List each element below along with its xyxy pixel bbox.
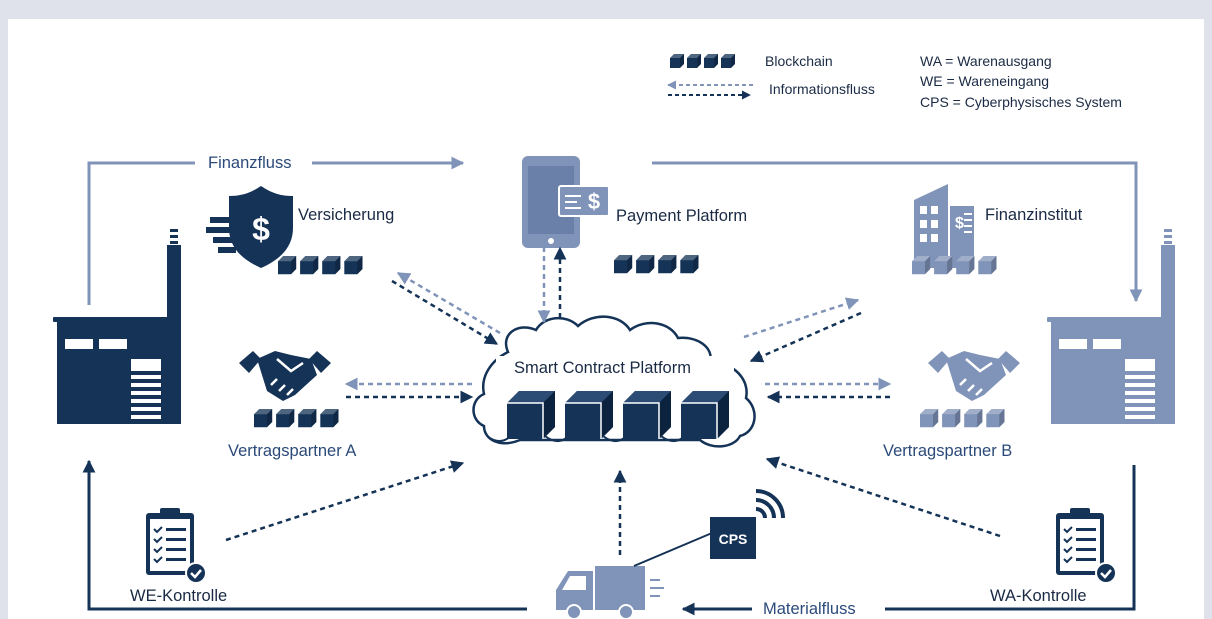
payment-platform-label: Payment Platform [616,207,747,225]
partner-b-blockchain-icon [920,409,1005,427]
legend-abbrev-we: WE = Wareneingang [920,73,1049,89]
wireless-signal-icon [755,489,785,519]
cps-box [710,517,756,559]
truck-icon [556,566,664,619]
payment-dollar-glyph: $ [588,189,600,214]
material-flow-line-right [885,465,1136,611]
legend: Blockchain Informationsfluss WA = Warena… [667,53,1122,110]
bank-dollar-glyph: $ [955,215,964,232]
info-flow-outgoing-check-to-platform [765,456,1001,538]
smart-contract-platform-label: Smart Contract Platform [514,359,691,377]
legend-abbrev-cps: CPS = Cyberphysisches System [920,94,1122,110]
info-flow-financial-to-platform [749,311,862,363]
insurance-blockchain-icon [278,256,363,274]
outgoing-check-node: WA-Kontrolle [990,506,1118,605]
cps-label: CPS [719,531,748,547]
bank-building-icon: $ [914,184,974,268]
handshake-b-icon [926,349,1022,403]
outgoing-check-label: WA-Kontrolle [990,587,1087,605]
material-flow-label: Materialfluss [763,600,856,618]
partner-a-label: Vertragspartner A [228,442,356,460]
insurance-dollar-glyph: $ [252,211,270,247]
legend-information-flow-label: Informationsfluss [769,81,875,97]
partner-b-node: Vertragspartner B [883,349,1022,460]
payment-device-icon: $ [522,156,610,248]
incoming-check-node: WE-Kontrolle [130,506,227,605]
smart-contract-platform-node: Smart Contract Platform [472,315,756,448]
finance-flow-label: Finanzfluss [208,154,291,172]
clipboard-wa-icon [1054,506,1118,585]
info-flow-platform-to-insurance [396,271,501,335]
clipboard-we-icon [144,506,208,585]
payment-blockchain-icon [614,255,699,273]
info-flow-incoming-check-to-platform [225,460,465,542]
finance-flow-arrow-to-factory-b [652,161,1143,303]
shield-dollar-icon: $ [206,186,293,268]
handshake-a-icon [237,349,333,403]
partner-a-blockchain-icon [254,409,339,427]
factory-b-icon [1047,229,1175,424]
blockchain-legend-icon [670,54,735,68]
partner-a-node: Vertragspartner A [228,349,356,460]
insurance-node: $ Versicherung [206,186,394,274]
incoming-check-label: WE-Kontrolle [130,587,227,605]
truck-node: CPS [556,489,785,619]
information-flows [225,246,1001,555]
legend-blockchain-label: Blockchain [765,53,833,69]
insurance-label: Versicherung [298,206,394,224]
legend-abbrev-wa: WA = Warenausgang [920,53,1052,69]
info-flow-insurance-to-platform [391,279,499,346]
info-flow-platform-to-financial [743,297,860,339]
factory-a-icon [53,229,181,424]
financial-institute-node: $ Finanzinstitut [912,184,1083,274]
finance-flow-line-left [87,161,195,305]
finance-flow: Finanzfluss [87,154,1143,305]
material-flow: Materialfluss [82,459,1136,618]
payment-platform-node: $ Payment Platform [522,156,747,273]
financial-institute-label: Finanzinstitut [985,206,1083,224]
cps-connector [633,532,713,567]
material-flow-arrow-to-factory-a [82,459,527,611]
partner-b-label: Vertragspartner B [883,442,1012,460]
